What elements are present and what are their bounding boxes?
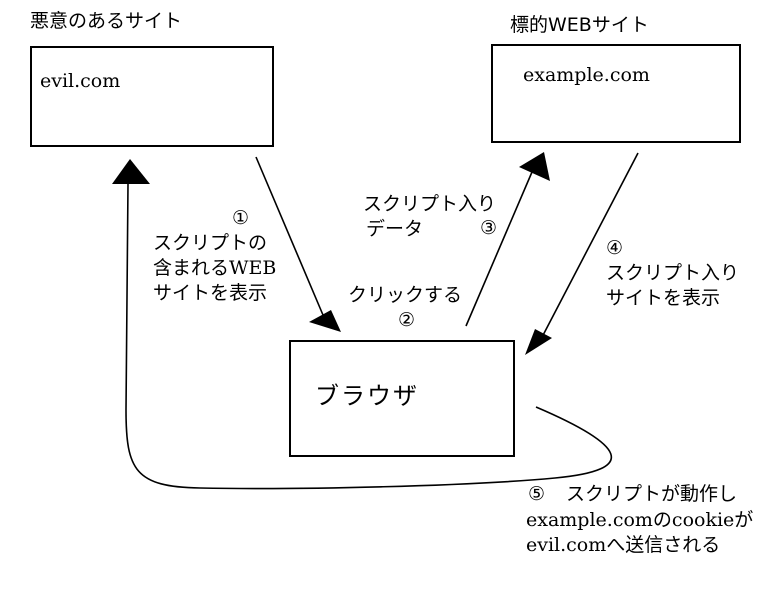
evil-site-box: evil.com (30, 46, 274, 147)
step4-line1: スクリプト入り (606, 262, 740, 284)
browser-box: ブラウザ (289, 340, 515, 457)
arrow-step3 (465, 152, 550, 327)
step5-line3: evil.comへ送信される (526, 534, 721, 556)
step3-number: ③ (480, 217, 498, 239)
arrow-step5 (112, 159, 613, 490)
evil-site-domain: evil.com (40, 70, 121, 92)
step1-line2: 含まれるWEB (153, 257, 277, 279)
step5-number: ⑤ (528, 483, 546, 505)
step1-line3: サイトを表示 (153, 282, 268, 304)
target-site-box: example.com (491, 44, 741, 143)
step5-line2: example.comのcookieが (526, 509, 754, 531)
step4-number: ④ (606, 237, 624, 259)
target-site-domain: example.com (523, 64, 650, 86)
step2-number: ② (398, 309, 416, 331)
step2-text: クリックする (348, 284, 463, 306)
evil-site-heading: 悪意のあるサイト (30, 10, 183, 32)
arrow-step4 (525, 152, 639, 355)
arrow-step1 (255, 156, 341, 332)
step1-number: ① (232, 207, 250, 229)
target-site-heading: 標的WEBサイト (510, 14, 649, 36)
browser-label: ブラウザ (315, 382, 419, 410)
step3-line1: スクリプト入り (363, 193, 497, 215)
step4-line2: サイトを表示 (606, 287, 721, 309)
step5-line1: スクリプトが動作し (566, 483, 738, 505)
step1-line1: スクリプトの (153, 232, 268, 254)
step3-line2: データ (366, 218, 424, 240)
